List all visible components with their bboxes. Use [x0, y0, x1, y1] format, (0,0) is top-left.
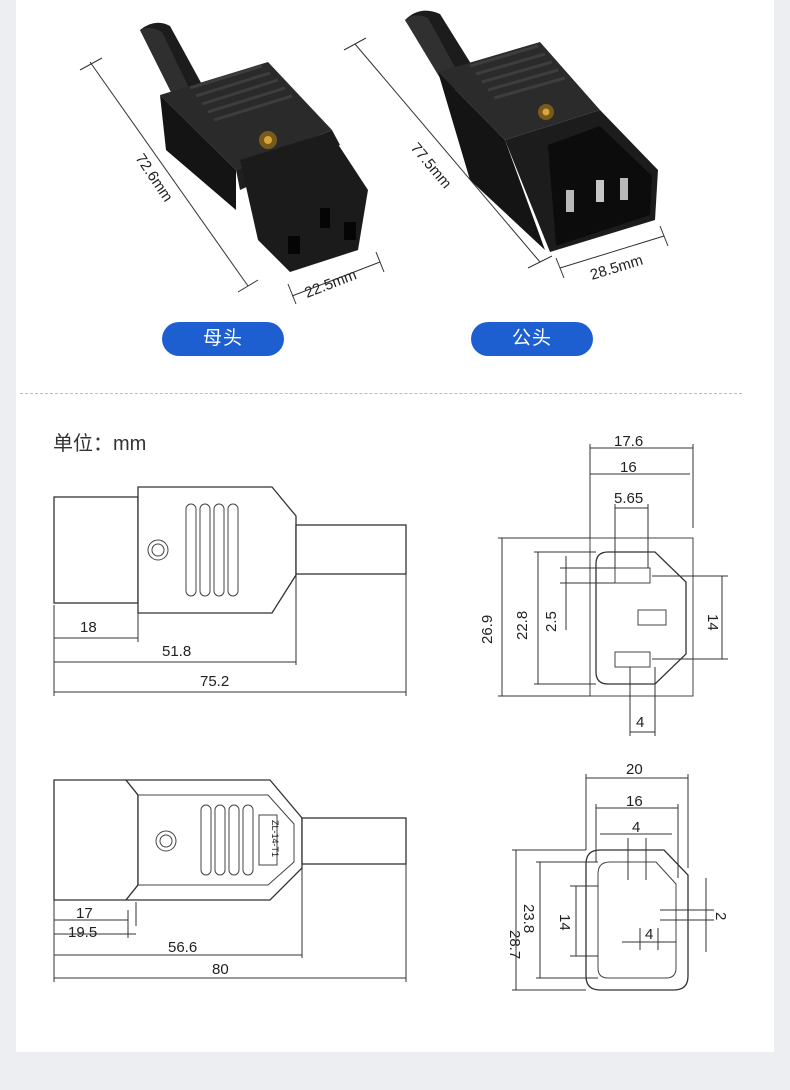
female-width-dim: 22.5mm: [302, 266, 359, 301]
male-length-dim: 77.5mm: [407, 140, 455, 192]
male-connector-image: [405, 10, 658, 252]
female-label-pill: 母头: [162, 322, 284, 356]
section-divider: [20, 393, 742, 394]
female-dimension-lines: [79, 57, 385, 305]
female-connector-image: [140, 22, 368, 272]
male-dimension-lines: [343, 37, 669, 279]
male-label-pill: 公头: [471, 322, 593, 356]
unit-label: 单位：mm: [53, 433, 147, 455]
connector-photos: 72.6mm 22.5mm 77.5mm 28.5mm: [79, 10, 669, 305]
female-length-dim: 72.6mm: [132, 151, 176, 205]
